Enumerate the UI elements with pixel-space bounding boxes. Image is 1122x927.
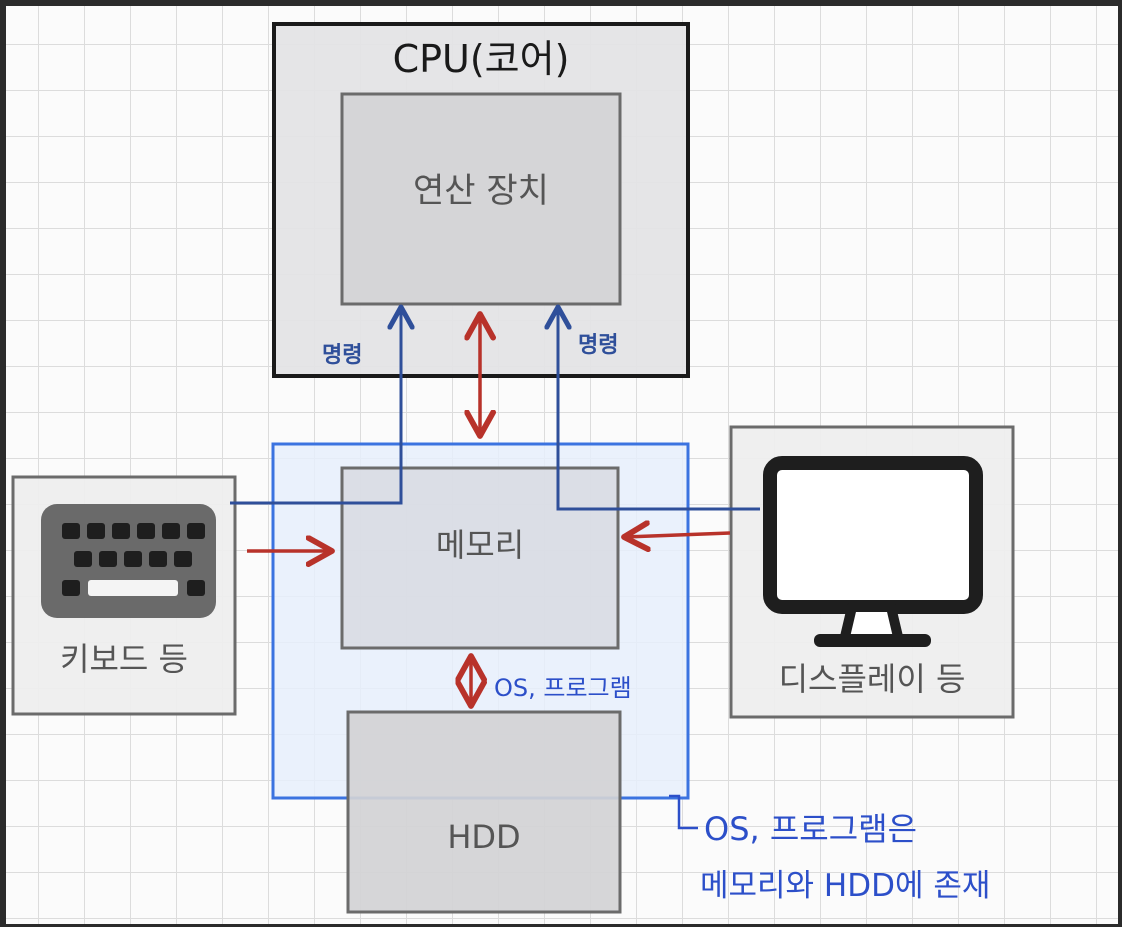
hdd-label: HDD	[447, 818, 520, 856]
alu-box: 연산 장치	[340, 92, 622, 306]
keyboard-to-alu-instruction-arrow	[230, 307, 401, 505]
memory-label: 메모리	[436, 526, 524, 564]
display-to-alu-instruction-arrow	[558, 307, 760, 511]
instruction-label-left: 명령	[322, 343, 362, 368]
instruction-label-right: 명령	[578, 333, 618, 358]
memory-box: 메모리	[340, 466, 620, 650]
keyboard-icon	[41, 504, 216, 618]
os-program-label: OS, 프로그램	[494, 674, 632, 702]
note-line-1: OS, 프로그램은	[704, 810, 917, 848]
monitor-icon	[763, 456, 983, 647]
display-to-memory-arrow	[624, 533, 731, 537]
keyboard-label: 키보드 등	[60, 640, 188, 678]
cpu-label: CPU(코어)	[393, 37, 570, 81]
keyboard-box: 키보드 등	[11, 475, 237, 716]
note-line-2: 메모리와 HDD에 존재	[700, 868, 990, 904]
display-label: 디스플레이 등	[779, 660, 966, 698]
alu-label: 연산 장치	[413, 171, 549, 211]
hdd-box: HDD	[346, 710, 622, 914]
note-connector	[669, 794, 698, 830]
diagram-svg: CPU(코어) 연산 장치 메모리 HDD	[11, 22, 1015, 914]
display-box: 디스플레이 등	[729, 425, 1015, 719]
diagram-canvas: CPU(코어) 연산 장치 메모리 HDD	[6, 6, 1118, 924]
